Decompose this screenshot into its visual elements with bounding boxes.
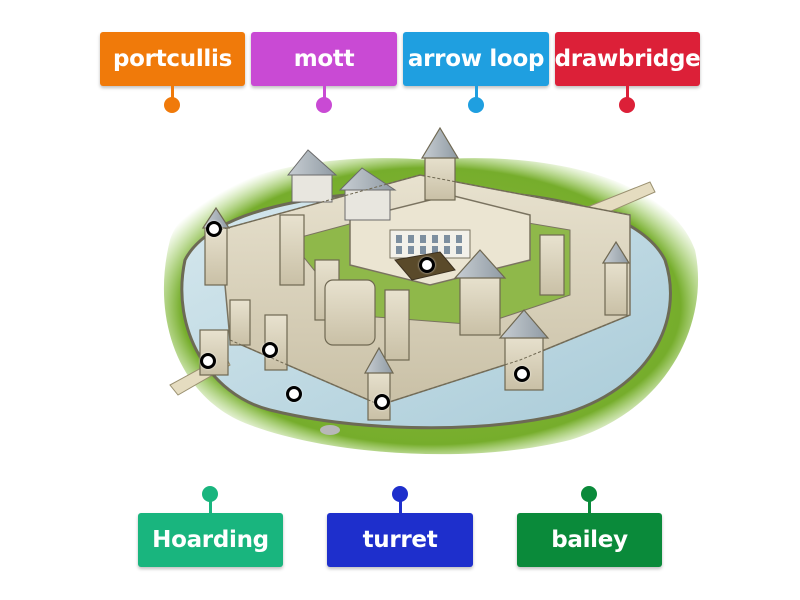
hotspot-7[interactable] — [514, 366, 530, 382]
label-connector — [588, 499, 591, 514]
hotspot-1[interactable] — [206, 221, 222, 237]
label-connector — [209, 499, 212, 514]
label-connector — [626, 86, 629, 100]
label-pin — [164, 97, 180, 113]
label-pin — [392, 486, 408, 502]
label-portcullis[interactable]: portcullis — [100, 32, 245, 86]
label-hoarding[interactable]: Hoarding — [138, 513, 283, 567]
label-connector — [399, 499, 402, 514]
label-connector — [171, 86, 174, 100]
castle-illustration — [163, 126, 699, 455]
label-pin — [202, 486, 218, 502]
hotspot-2[interactable] — [419, 257, 435, 273]
label-turret[interactable]: turret — [327, 513, 473, 567]
label-pin — [619, 97, 635, 113]
label-connector — [475, 86, 478, 100]
label-pin — [316, 97, 332, 113]
label-mott[interactable]: mott — [251, 32, 397, 86]
label-bailey[interactable]: bailey — [517, 513, 662, 567]
label-drawbridge[interactable]: drawbridge — [555, 32, 701, 86]
label-pin — [468, 97, 484, 113]
hotspot-5[interactable] — [286, 386, 302, 402]
hotspot-6[interactable] — [374, 394, 390, 410]
label-arrow-loop[interactable]: arrow loop — [403, 32, 549, 86]
label-connector — [323, 86, 326, 100]
hotspot-3[interactable] — [262, 342, 278, 358]
label-pin — [581, 486, 597, 502]
hotspot-4[interactable] — [200, 353, 216, 369]
